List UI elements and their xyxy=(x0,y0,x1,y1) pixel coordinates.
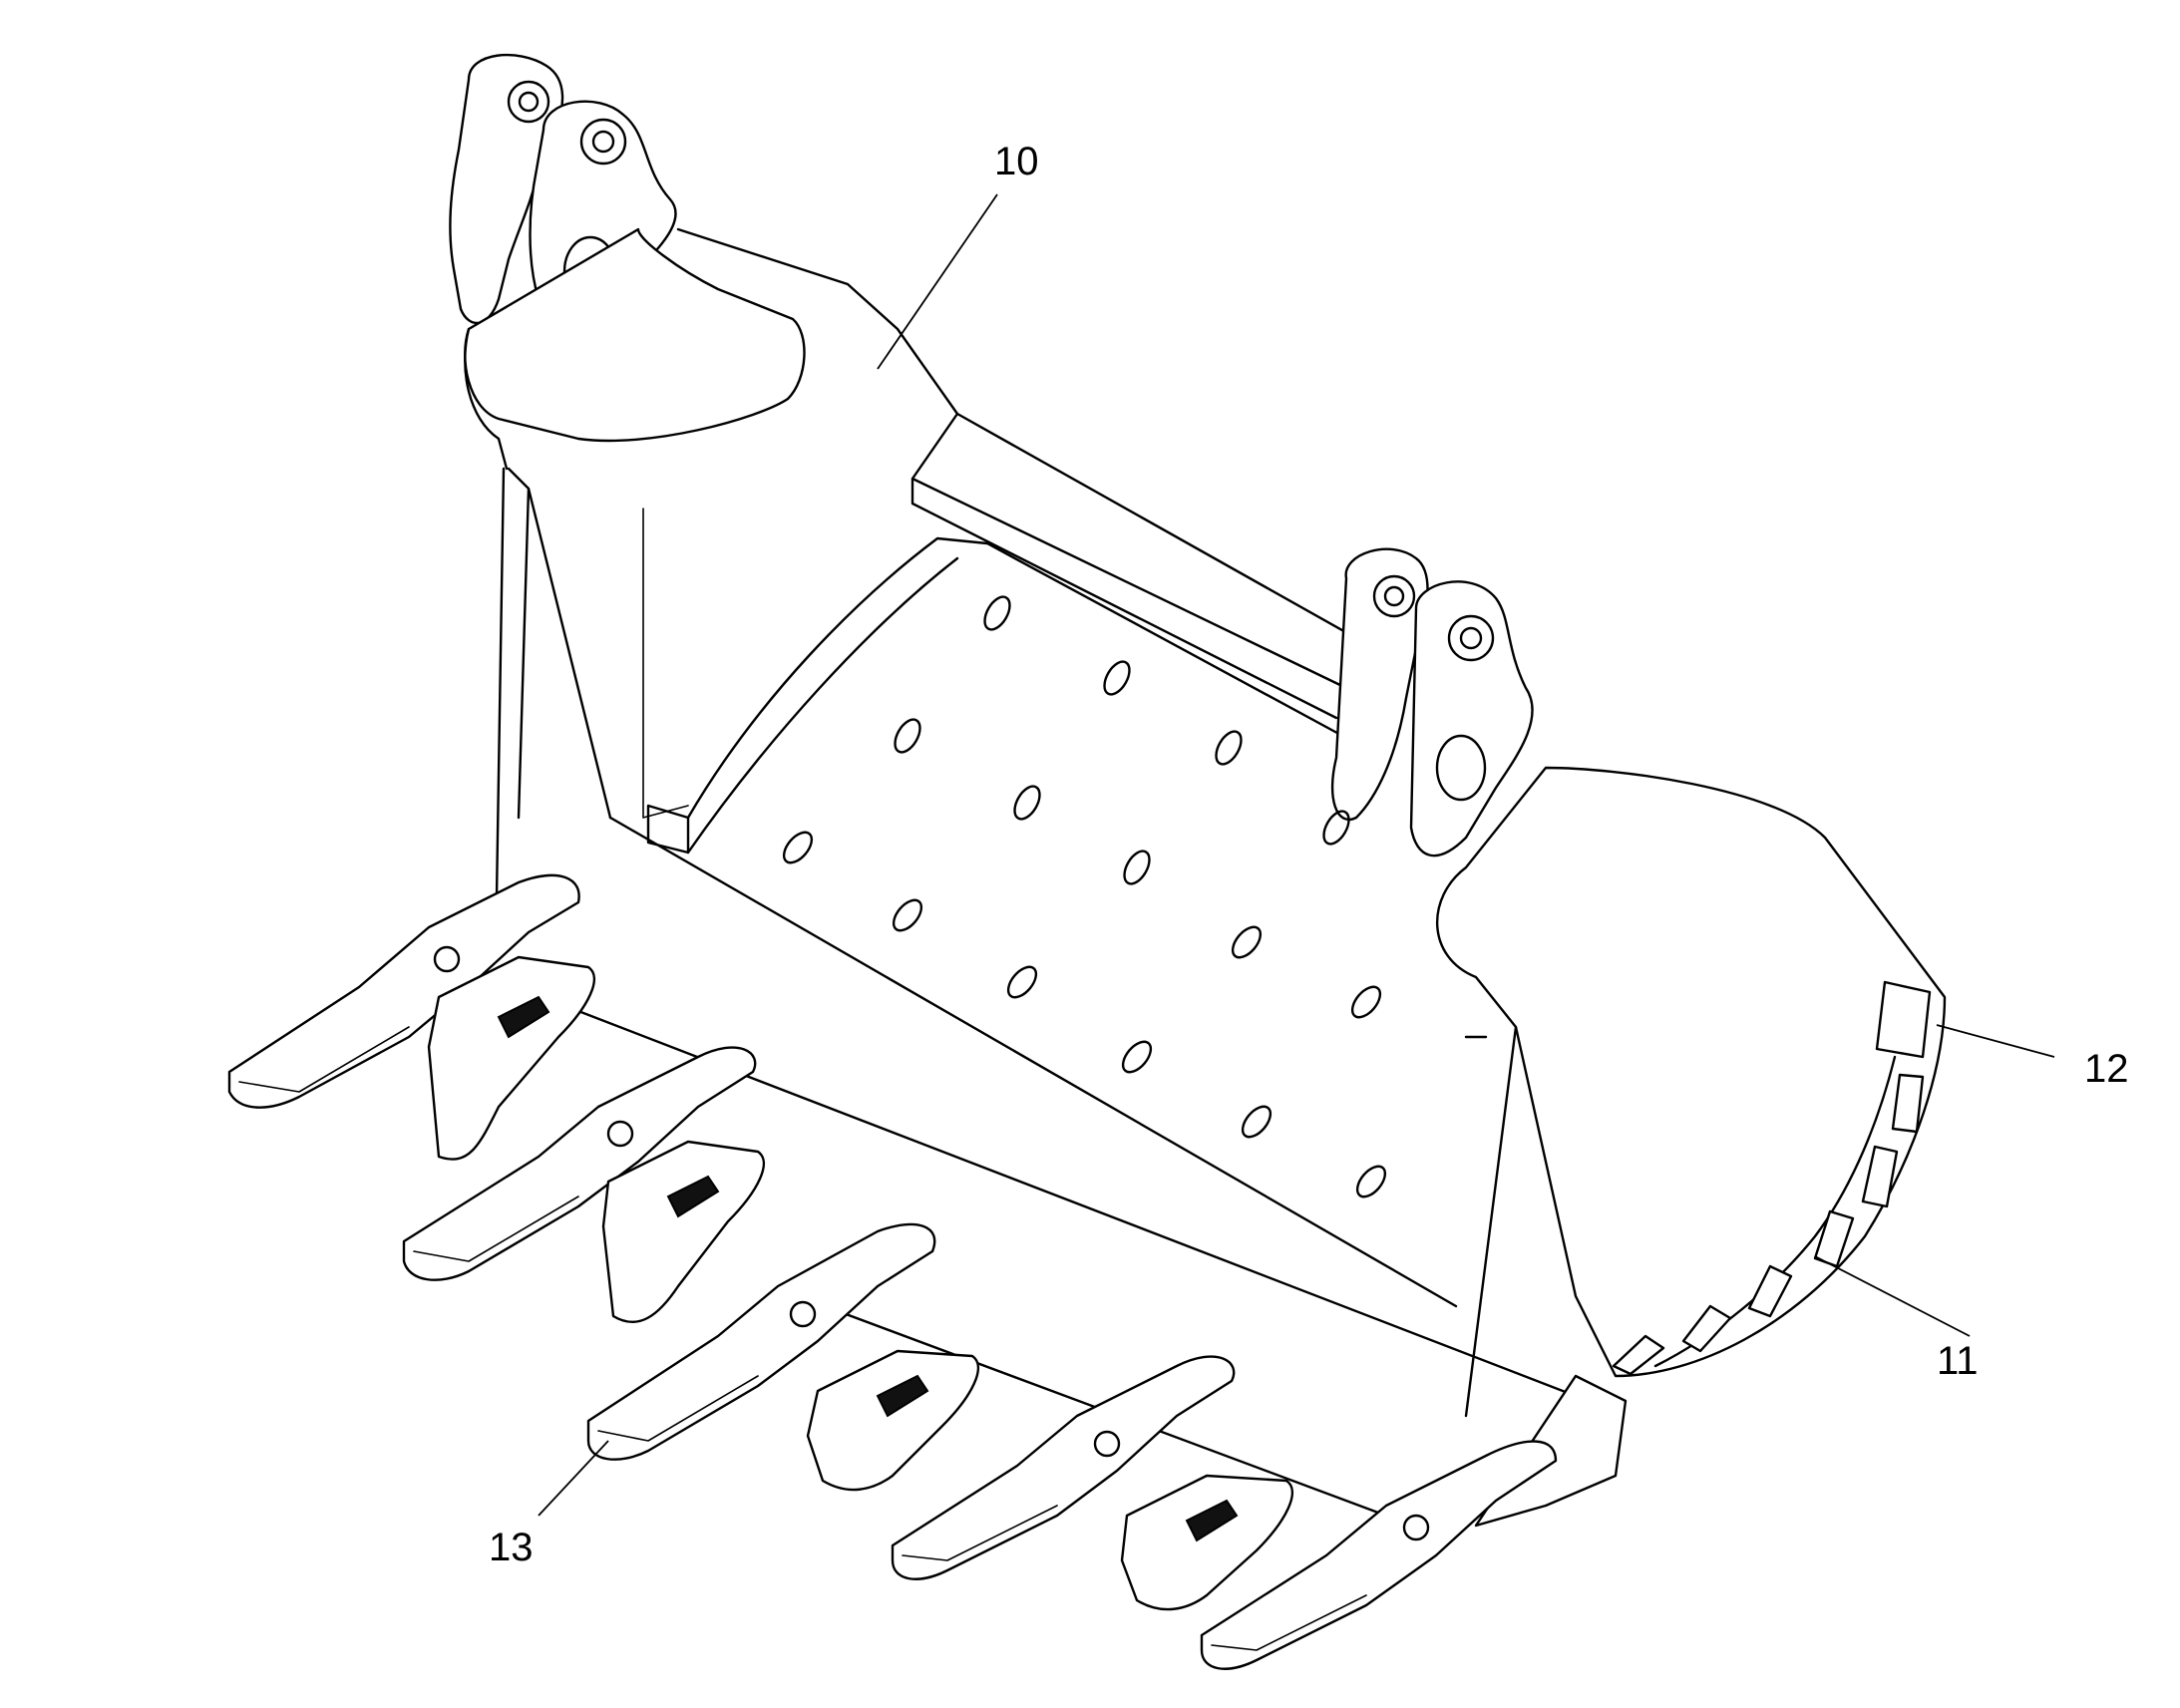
bucket-floor xyxy=(608,508,1458,1308)
tooth-row xyxy=(227,873,1558,1670)
callout-10: 10 xyxy=(994,140,1039,183)
leader-13 xyxy=(538,1440,609,1517)
tooth-guard xyxy=(806,1349,980,1492)
tooth-tip xyxy=(402,1046,757,1281)
leader-10 xyxy=(877,193,998,370)
side-cutter-segments xyxy=(1612,1073,1925,1376)
right-side-plate xyxy=(1435,766,1947,1418)
tooth-tip xyxy=(1200,1440,1558,1670)
right-mounting-ears xyxy=(1330,547,1534,857)
tooth-tip xyxy=(586,1222,936,1461)
leader-12 xyxy=(1936,1024,2055,1058)
floor-slots xyxy=(782,595,1387,1198)
callout-13: 13 xyxy=(489,1526,534,1569)
leader-11 xyxy=(1814,1255,1971,1337)
callout-12: 12 xyxy=(2084,1047,2129,1091)
callout-labels: 10 12 11 13 xyxy=(489,140,2129,1569)
tooth-guard xyxy=(601,1140,766,1324)
tooth-guard xyxy=(1120,1474,1294,1611)
leader-lines xyxy=(538,193,2055,1517)
callout-11: 11 xyxy=(1937,1339,1979,1383)
top-beam xyxy=(910,412,1358,740)
tooth-tip xyxy=(891,1355,1236,1580)
tooth-tip xyxy=(227,873,580,1109)
tooth-guard xyxy=(427,955,596,1161)
left-side-plate xyxy=(464,227,959,899)
